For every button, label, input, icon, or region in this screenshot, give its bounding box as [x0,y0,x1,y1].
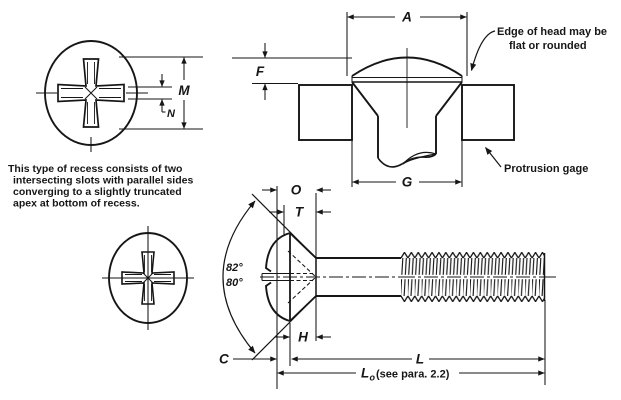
figure-recess-plan-view: M N [36,40,203,152]
dim-label-o: O [291,183,302,198]
annotation-protrusion-gage: Protrusion gage [504,163,588,175]
dim-label-a: A [401,10,412,25]
dim-label-l: L [416,352,424,367]
recess-description: This type of recess consists of two inte… [8,163,193,210]
gage-block-left [298,84,353,141]
annotation-edge-of-head-line1: Edge of head may be [497,26,607,38]
recess-description-line2: intersecting slots with parallel sides [13,175,193,187]
angle-label-80: 80° [226,277,243,289]
dim-label-g: G [402,175,413,190]
annotation-edge-of-head-line2: flat or rounded [509,40,587,52]
recess-description-line3: converging to a slightly truncated [13,186,182,198]
edge-of-head-leader-arrow [470,30,496,72]
dim-label-n: N [167,108,176,120]
shank-break-hatch [402,151,437,165]
dim-label-lo-subscript: o [370,373,376,383]
figure-recess-centerline-view [102,226,194,330]
recess-description-line4: apex at bottom of recess. [13,198,140,210]
dim-label-h: H [298,330,308,345]
dim-label-f: F [256,64,265,79]
angle-arc [222,200,256,354]
dim-label-c: C [219,352,229,367]
protrusion-gage-leader-arrow [485,147,502,168]
dim-label-m: M [178,83,190,98]
dim-label-lo-note: (see para. 2.2) [376,369,450,381]
dim-label-t: T [295,205,305,220]
figure-head-protrusion-gage-section: A F G Edge of head may be flat or rounde… [232,10,607,190]
recess-description-line1: This type of recess consists of two [8,163,182,175]
dim-label-lo: L [361,366,369,381]
angle-label-82: 82° [226,262,243,274]
gage-block-right [461,84,515,141]
figure-screw-side-view: 82° 80° O T H C L L o (see para. 2.2) [219,183,556,389]
